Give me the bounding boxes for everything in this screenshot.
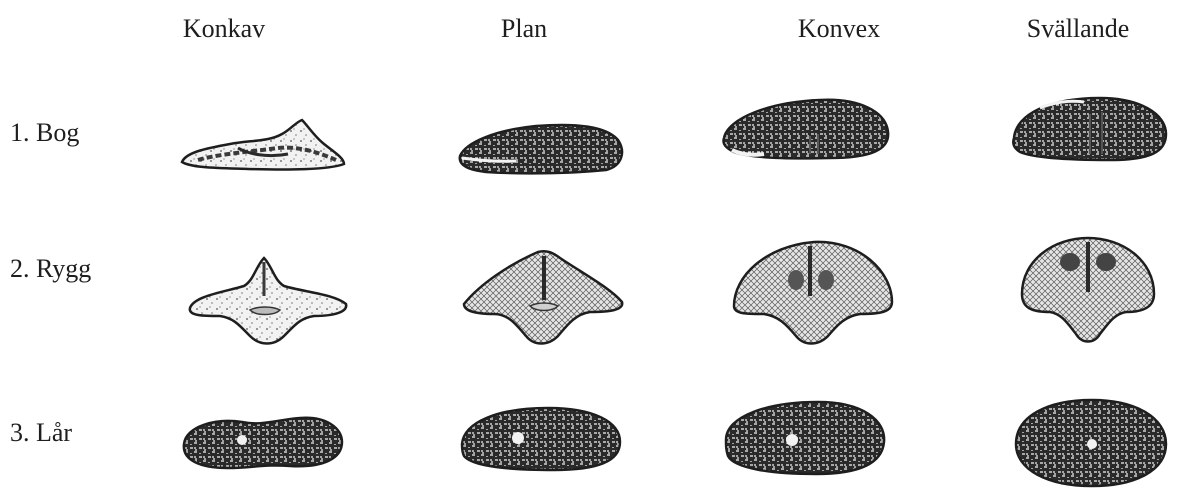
column-header-svallande: Svällande — [1027, 14, 1130, 44]
bog-konkav-illustration — [178, 118, 348, 174]
bog-svallande-illustration — [1010, 94, 1170, 162]
rygg-konkav-illustration — [184, 256, 350, 348]
bog-konvex-illustration — [720, 96, 890, 162]
lar-konvex-illustration — [722, 400, 888, 476]
column-header-konkav: Konkav — [183, 14, 265, 44]
lar-svallande-illustration — [1012, 398, 1170, 488]
lar-plan-illustration — [458, 404, 624, 474]
column-header-plan: Plan — [501, 14, 547, 44]
row-label-rygg: 2. Rygg — [10, 254, 91, 284]
rygg-konvex-illustration — [730, 236, 896, 348]
column-header-konvex: Konvex — [798, 14, 880, 44]
row-label-lar: 3. Lår — [10, 418, 72, 448]
lar-konkav-illustration — [180, 410, 346, 472]
rygg-plan-illustration — [460, 248, 626, 348]
row-label-bog: 1. Bog — [10, 118, 79, 148]
bog-plan-illustration — [456, 120, 626, 176]
rygg-svallande-illustration — [1018, 234, 1158, 348]
